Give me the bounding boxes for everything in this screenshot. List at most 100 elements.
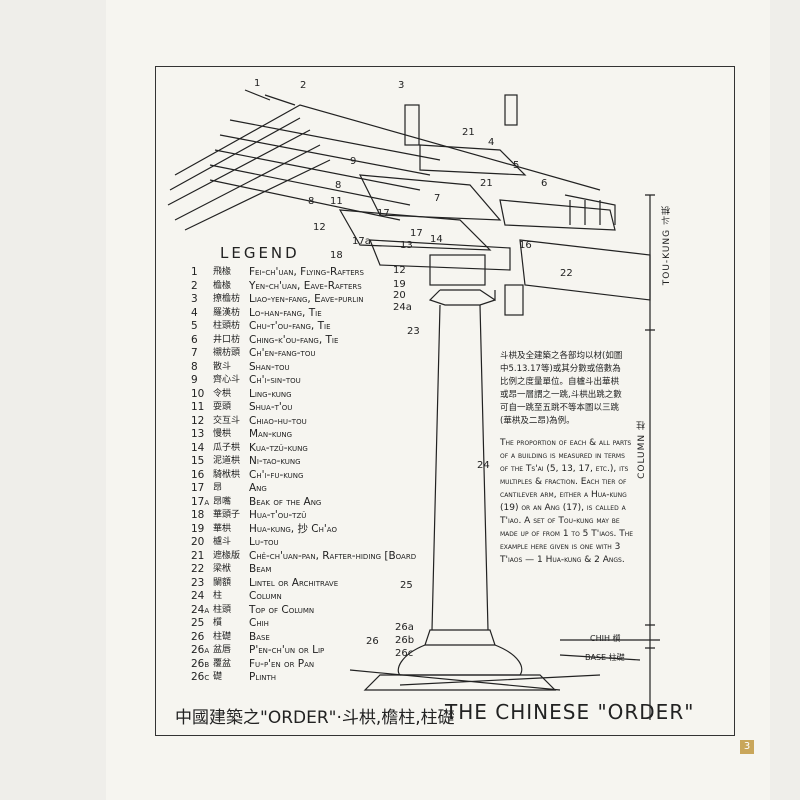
legend-item-num: 9 — [191, 374, 198, 386]
legend-item-zh: 撩檐枋 — [213, 294, 241, 304]
callout-number: 9 — [350, 156, 357, 167]
callout-number: 8 — [308, 196, 315, 207]
legend-item: 18 華頭子 Hua-t'ou-tzŭ — [191, 509, 416, 523]
legend-item-num: 26b — [191, 657, 210, 670]
label-base: BASE 柱礎 — [585, 653, 625, 662]
legend-item-num: 10 — [191, 387, 205, 400]
legend-item: 7 襯枋頭 Ch'en-fang-tou — [191, 347, 416, 361]
callout-number: 21 — [480, 178, 493, 189]
legend-item-num: 23 — [191, 576, 205, 589]
callout-number: 6 — [541, 178, 548, 189]
legend-item-num: 6 — [191, 333, 198, 346]
brackets — [338, 94, 651, 316]
legend-item-zh: 櫍 — [213, 618, 223, 628]
legend-item-en: Plinth — [249, 671, 277, 683]
legend-item-num: 18 — [191, 509, 205, 521]
callout-number: 23 — [407, 326, 420, 337]
legend-item-zh: 華頭子 — [213, 510, 241, 520]
legend-title: LEGEND — [220, 244, 300, 262]
legend-item-num: 24 — [191, 590, 205, 602]
callout-number: 8 — [335, 180, 342, 191]
legend-item-en: Top of Column — [249, 603, 315, 616]
legend-item-num: 24a — [191, 603, 210, 616]
legend-item-zh: 襯枋頭 — [213, 348, 241, 358]
legend-item-zh: 柱頭 — [213, 604, 232, 615]
legend-item: 8 散斗 Shan-tou — [191, 361, 416, 375]
legend-item-en: Yen-ch'uan, Eave-Rafters — [249, 279, 362, 292]
legend-item-en: Man-kung — [249, 428, 293, 440]
caption-english: THE CHINESE "ORDER" — [445, 700, 695, 724]
legend-item-num: 16 — [191, 468, 205, 481]
callout-number: 21 — [462, 127, 475, 138]
legend-item-en: Chê-ch'uan-pan, Rafter-hiding [Board — [249, 549, 417, 562]
callout-number: 12 — [393, 265, 406, 276]
legend-item-zh: 昂 — [213, 483, 223, 493]
caption-chinese: 中國建築之"ORDER"·斗栱,檐柱,柱礎 — [175, 708, 455, 728]
callout-number: 17a — [352, 236, 371, 247]
legend-item-num: 19 — [191, 522, 205, 535]
legend-item-zh: 齊心斗 — [213, 375, 241, 385]
legend-item-en: Shua-t'ou — [249, 401, 293, 413]
legend-item-zh: 昂嘴 — [213, 496, 232, 507]
legend-item-zh: 泥道栱 — [213, 456, 241, 466]
callout-number: 20 — [393, 290, 406, 301]
legend-item-en: Hua-t'ou-tzŭ — [249, 509, 307, 521]
callout-number: 3 — [398, 80, 405, 91]
legend-item-num: 13 — [191, 428, 205, 440]
note-chinese: 斗栱及全建築之各部均以材(如圖中5.13.17等)或其分數或倍數為比例之度量單位… — [500, 351, 623, 426]
legend-item-num: 7 — [191, 347, 198, 359]
rafters — [167, 89, 601, 231]
callout-number: 19 — [393, 279, 406, 290]
legend-item-num: 15 — [191, 455, 205, 467]
legend-item-zh: 櫨斗 — [213, 537, 232, 547]
callout-number: 16 — [519, 240, 532, 251]
legend-item-num: 4 — [191, 306, 198, 319]
legend-item-en: Kua-tzŭ-kung — [249, 441, 308, 454]
callout-number: 5 — [513, 160, 520, 171]
legend-item-zh: 散斗 — [213, 361, 232, 372]
legend-item-en: Fu-p'en or Pan — [249, 657, 315, 670]
column — [349, 289, 660, 691]
legend-item-zh: 騎栿栱 — [213, 469, 241, 480]
legend-item-zh: 華栱 — [213, 523, 232, 534]
callout-number: 4 — [488, 137, 495, 148]
legend-item-en: Hua-kung, 抄 Ch'ao — [249, 522, 337, 535]
legend-item-zh: 遮椽版 — [213, 550, 241, 561]
legend-item: 15 泥道栱 Ni-tao-kung — [191, 455, 416, 469]
legend-item-zh: 慢栱 — [213, 429, 232, 439]
legend-item-en: Lintel or Architrave — [249, 576, 339, 589]
legend-item-num: 26a — [191, 644, 210, 656]
legend-item-en: Shan-tou — [249, 360, 290, 373]
legend-item-zh: 盆唇 — [213, 645, 232, 655]
legend-item-zh: 柱 — [213, 591, 223, 601]
legend-item-num: 22 — [191, 563, 205, 575]
legend-item-en: P'en-ch'un or Lip — [249, 644, 325, 656]
legend-item-en: Fei-ch'uan, Flying-Rafters — [249, 266, 364, 278]
drawing-frame — [155, 66, 735, 736]
callout-number: 26 — [366, 636, 379, 647]
callout-number: 14 — [430, 234, 443, 245]
legend-item-en: Ch'en-fang-tou — [249, 347, 316, 359]
legend-item-num: 26c — [191, 671, 210, 683]
callout-number: 1 — [254, 78, 261, 89]
legend-item-zh: 檐椽 — [213, 280, 232, 291]
page-number: 3 — [740, 740, 754, 754]
legend-item-num: 8 — [191, 360, 198, 373]
legend-item-en: Ni-tao-kung — [249, 455, 301, 467]
legend-item-zh: 礎 — [213, 672, 223, 682]
legend-item-zh: 井口枋 — [213, 334, 241, 345]
legend-item-en: Lu-tou — [249, 536, 279, 548]
label-column: COLUMN 柱 — [637, 420, 647, 479]
legend-item: 19 華栱 Hua-kung, 抄 Ch'ao — [191, 523, 416, 537]
callout-number: 2 — [300, 80, 307, 91]
